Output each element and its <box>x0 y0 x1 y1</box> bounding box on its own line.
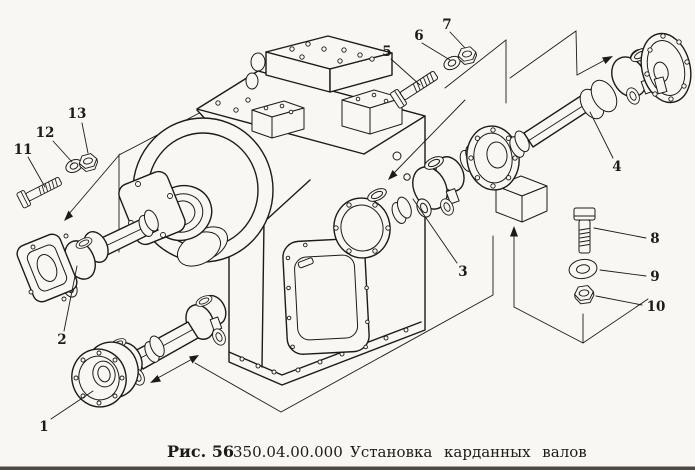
support-bearing-flange <box>466 125 520 191</box>
callout-5: 5 <box>382 44 421 86</box>
callout-12: 12 <box>36 125 73 163</box>
callout-7: 7 <box>442 17 466 49</box>
svg-text:Рис. 56 350.04.00.000: Рис. 56 350.04.00.000 Установка карданны… <box>167 442 587 461</box>
double-arrow <box>150 355 199 383</box>
svg-text:8: 8 <box>650 231 659 247</box>
svg-text:2: 2 <box>57 332 66 348</box>
figure-number: Рис. 56 <box>167 442 234 461</box>
callout-3: 3 <box>412 198 468 280</box>
svg-text:11: 11 <box>14 142 33 158</box>
shaft4-flange <box>640 32 692 104</box>
callout-2: 2 <box>57 265 78 348</box>
cardan-shaft-3 <box>387 125 520 226</box>
svg-text:10: 10 <box>647 299 666 315</box>
shaft1-flange <box>71 341 139 408</box>
cardan-shaft-1 <box>71 292 229 408</box>
svg-text:1: 1 <box>39 419 48 435</box>
figure-title: Установка карданных валов <box>350 443 587 461</box>
shaft2-flange <box>16 233 78 303</box>
cardan-shaft-2 <box>16 207 163 303</box>
bolt-8 <box>573 207 596 254</box>
figure-caption: Рис. 56 350.04.00.000 Установка карданны… <box>167 442 587 461</box>
callout-6: 6 <box>414 28 451 61</box>
svg-text:7: 7 <box>442 17 451 33</box>
svg-text:5: 5 <box>382 44 391 60</box>
svg-text:4: 4 <box>612 159 621 175</box>
drawing-code: 350.04.00.000 <box>233 443 343 461</box>
svg-text:3: 3 <box>458 264 467 280</box>
svg-text:13: 13 <box>68 106 87 122</box>
bolt-5 <box>389 66 442 110</box>
cardan-shaft-4 <box>505 32 692 161</box>
callout-8: 8 <box>593 227 660 247</box>
callout-9: 9 <box>599 269 660 285</box>
callout-4: 4 <box>589 111 622 175</box>
hydraulic-valve-blocks <box>245 35 403 139</box>
callout-13: 13 <box>68 106 89 154</box>
callout-11: 11 <box>14 142 46 188</box>
nut-10 <box>573 284 596 305</box>
gearbox-output-flange <box>333 185 391 259</box>
callouts: 1 2 3 4 5 6 7 8 <box>14 17 666 435</box>
svg-text:12: 12 <box>36 125 55 141</box>
nut-13 <box>77 151 100 174</box>
frame-ghost-lines <box>118 30 649 413</box>
callout-1: 1 <box>39 390 94 435</box>
torque-converter-dome <box>118 117 274 267</box>
washer-9 <box>568 258 598 280</box>
callout-10: 10 <box>595 295 666 315</box>
svg-text:9: 9 <box>650 269 659 285</box>
install-arrows <box>64 56 613 383</box>
scan-edge <box>0 466 695 470</box>
access-cover <box>282 238 370 355</box>
svg-text:6: 6 <box>414 28 423 44</box>
